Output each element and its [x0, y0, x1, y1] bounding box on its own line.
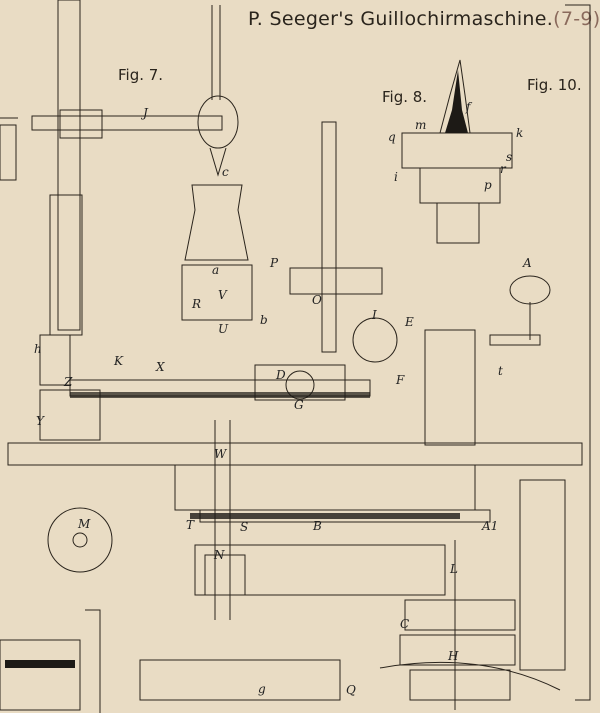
part-label: Z	[64, 375, 73, 389]
part-label: H	[448, 649, 459, 663]
spindle-body	[184, 184, 249, 261]
fig8-body	[401, 132, 513, 169]
part-label: i	[394, 170, 398, 184]
right-column	[519, 479, 566, 671]
part-label: O	[312, 293, 322, 307]
plate-title: P. Seeger's Guillochirmaschine.(7-9)	[248, 8, 600, 30]
part-label: U	[218, 322, 229, 336]
part-label: Y	[36, 414, 44, 428]
left-column-lower	[49, 194, 83, 336]
part-label: J	[143, 106, 148, 120]
fig-7-label: Fig. 7.	[118, 66, 164, 84]
fig-10-label: Fig. 10.	[527, 76, 582, 94]
part-label: K	[114, 354, 123, 368]
part-label: I	[372, 308, 377, 322]
slide-O	[289, 267, 383, 295]
part-label: V	[218, 288, 227, 302]
part-label: A1	[482, 519, 499, 533]
part-label: g	[258, 682, 266, 696]
part-label: p	[484, 178, 492, 192]
part-label: F	[396, 373, 405, 387]
part-label: h	[34, 342, 42, 356]
part-label: a	[212, 263, 220, 277]
part-label: N	[214, 548, 225, 562]
gear-D	[285, 370, 315, 400]
part-label: C	[400, 617, 410, 631]
plate-ref: (7-9)	[553, 8, 600, 30]
disc-M	[47, 507, 113, 573]
part-label: Q	[346, 683, 356, 697]
part-label: X	[156, 360, 165, 374]
cutter-head	[197, 95, 239, 149]
part-label: R	[192, 297, 202, 311]
fig8-cutter-fill	[445, 70, 468, 133]
part-label: D	[276, 368, 286, 382]
left-column	[57, 0, 81, 331]
part-label: E	[405, 315, 414, 329]
plate-title-text: P. Seeger's Guillochirmaschine.	[248, 8, 554, 30]
part-label: W	[214, 447, 227, 461]
part-label: f	[466, 100, 471, 114]
part-label: G	[294, 398, 304, 412]
part-label: q	[388, 130, 396, 144]
part-label: A	[523, 256, 532, 270]
part-label: m	[415, 118, 427, 132]
part-label: b	[260, 313, 268, 327]
part-label: s	[506, 150, 513, 164]
part-label: M	[78, 517, 91, 531]
part-label: T	[186, 518, 195, 532]
part-label: c	[222, 165, 229, 179]
part-label: r	[500, 162, 506, 176]
part-label: t	[498, 364, 503, 378]
part-label: S	[240, 520, 249, 534]
main-table	[7, 442, 583, 466]
gear-I	[352, 317, 398, 363]
part-label: P	[270, 256, 279, 270]
fig-8-label: Fig. 8.	[382, 88, 428, 106]
part-label: L	[450, 562, 458, 576]
crank-handle-A	[509, 275, 551, 305]
part-label: B	[313, 519, 322, 533]
part-label: k	[516, 126, 524, 140]
arm-J	[31, 115, 223, 131]
gear-stack-C	[404, 599, 516, 631]
